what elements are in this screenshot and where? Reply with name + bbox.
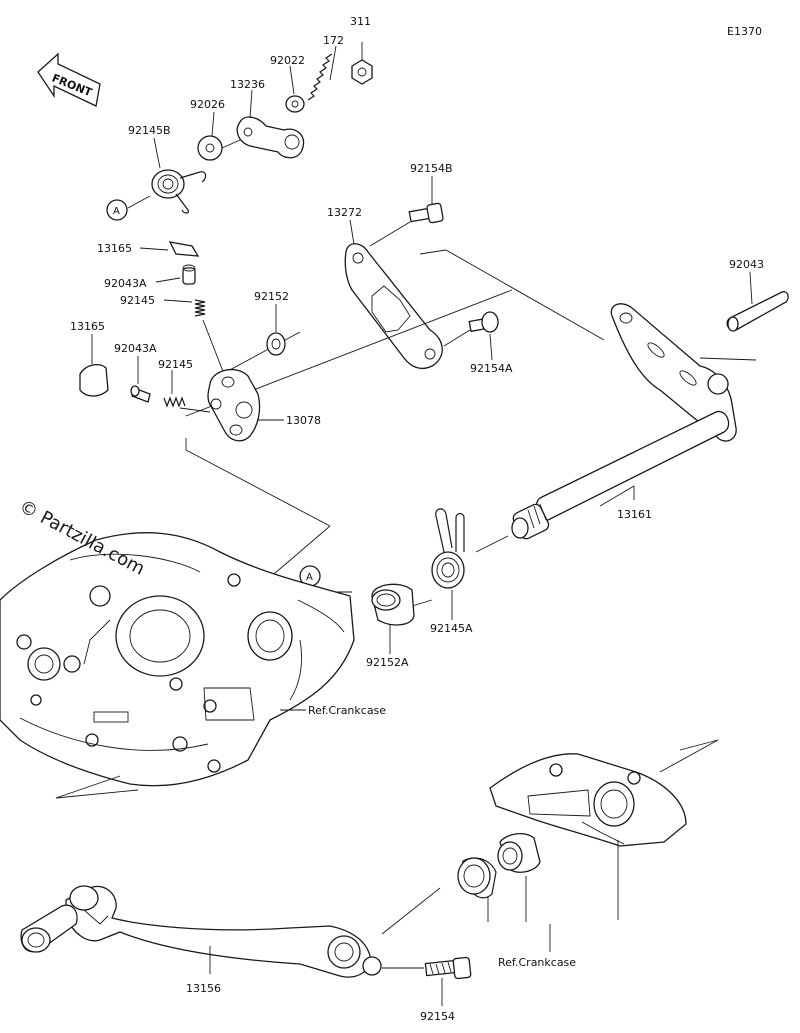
crankcase-left bbox=[0, 532, 355, 787]
label-92154: 92154 bbox=[420, 1010, 455, 1023]
spring-92145-lower[interactable] bbox=[163, 396, 186, 408]
label-92043A-lower: 92043A bbox=[114, 342, 157, 355]
label-172: 172 bbox=[323, 34, 344, 47]
bolt-92154B[interactable] bbox=[408, 202, 444, 224]
label-92154B: 92154B bbox=[410, 162, 453, 175]
spring-92145B[interactable] bbox=[151, 169, 207, 214]
label-92152A: 92152A bbox=[366, 656, 409, 669]
label-92022: 92022 bbox=[270, 54, 305, 67]
pin-92043[interactable] bbox=[726, 291, 789, 332]
label-92145A: 92145A bbox=[430, 622, 473, 635]
shift-pedal-13156[interactable] bbox=[20, 885, 382, 978]
bolt-92154A[interactable] bbox=[468, 311, 499, 333]
label-13156: 13156 bbox=[186, 982, 221, 995]
stopper-13165-lower[interactable] bbox=[79, 363, 109, 397]
label-311: 311 bbox=[350, 15, 371, 28]
label-92145-lower: 92145 bbox=[158, 358, 193, 371]
label-13078: 13078 bbox=[286, 414, 321, 427]
shift-cam-13078[interactable] bbox=[207, 368, 261, 442]
label-13272: 13272 bbox=[327, 206, 362, 219]
guide-plate-13272[interactable] bbox=[344, 243, 443, 370]
label-13236: 13236 bbox=[230, 78, 265, 91]
label-92043A-upper: 92043A bbox=[104, 277, 147, 290]
pin-92043A-upper[interactable] bbox=[182, 264, 196, 285]
link-plate-13236[interactable] bbox=[236, 116, 305, 159]
oil-seal[interactable] bbox=[457, 857, 497, 899]
stopper-13165-upper[interactable] bbox=[168, 241, 200, 257]
washer-92022[interactable] bbox=[285, 95, 305, 113]
label-92145B: 92145B bbox=[128, 124, 171, 137]
spring-172[interactable] bbox=[307, 53, 333, 101]
front-arrow-icon: FRONT bbox=[37, 52, 101, 107]
bushing-92152A[interactable] bbox=[371, 583, 415, 626]
spring-92145A[interactable] bbox=[431, 508, 465, 589]
callout-a-top-label: A bbox=[113, 206, 120, 217]
bolt-92154[interactable] bbox=[424, 956, 472, 980]
washer-92026[interactable] bbox=[197, 135, 223, 161]
diagram-code: E1370 bbox=[727, 25, 762, 38]
shift-shaft-13161[interactable] bbox=[511, 303, 737, 541]
label-92154A: 92154A bbox=[470, 362, 513, 375]
label-92145-upper: 92145 bbox=[120, 294, 155, 307]
label-13165-upper: 13165 bbox=[97, 242, 132, 255]
callout-a-top: A bbox=[106, 199, 128, 221]
label-ref-crankcase-2: Ref.Crankcase bbox=[498, 956, 576, 969]
bearing-needle[interactable] bbox=[497, 832, 541, 873]
callout-a-middle-label: A bbox=[306, 572, 313, 583]
callout-a-middle: A bbox=[299, 565, 321, 587]
label-92026: 92026 bbox=[190, 98, 225, 111]
washer-92152[interactable] bbox=[266, 332, 286, 356]
label-13161: 13161 bbox=[617, 508, 652, 521]
label-92043: 92043 bbox=[729, 258, 764, 271]
pin-92043A-lower[interactable] bbox=[130, 385, 151, 403]
label-13165-lower: 13165 bbox=[70, 320, 105, 333]
crankcase-right bbox=[489, 753, 687, 847]
label-ref-crankcase-1: Ref.Crankcase bbox=[308, 704, 386, 717]
nut-311[interactable] bbox=[351, 59, 373, 85]
spring-92145-upper[interactable] bbox=[194, 299, 206, 317]
label-92152: 92152 bbox=[254, 290, 289, 303]
